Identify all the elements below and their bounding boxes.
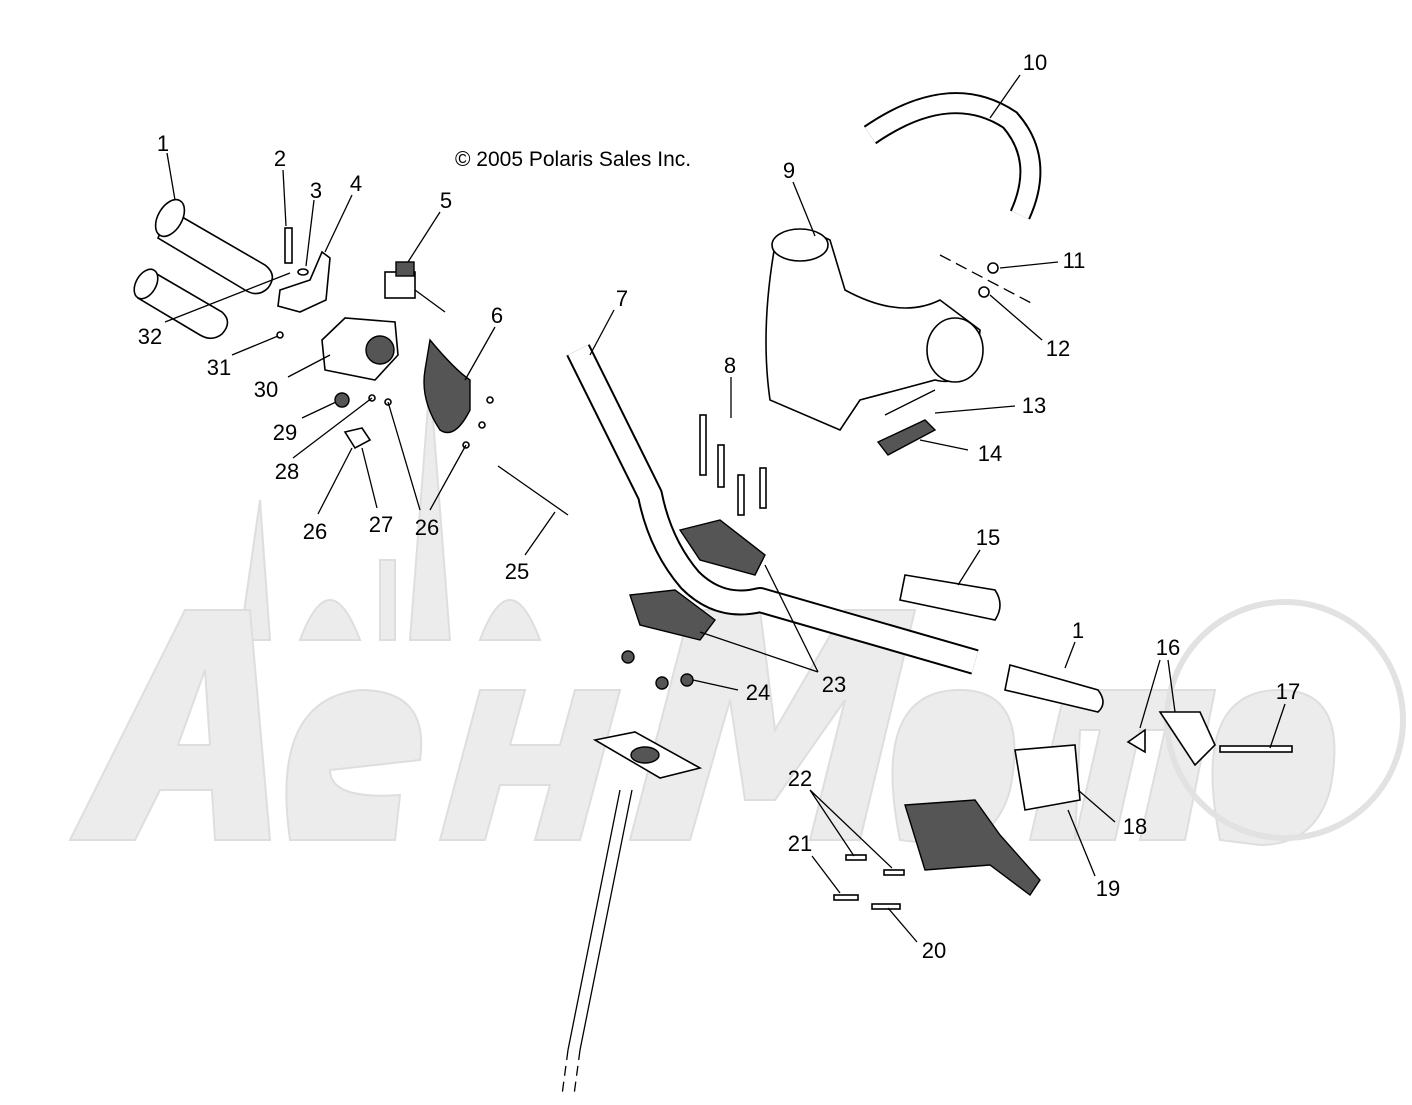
part-bracket-4 bbox=[277, 250, 331, 313]
part-callouts: 1 2 3 4 5 6 7 8 9 10 11 12 13 14 15 1 16… bbox=[138, 50, 1300, 963]
callout-30: 30 bbox=[254, 377, 278, 402]
part-bolt-22a bbox=[845, 854, 867, 861]
callout-26b: 26 bbox=[415, 515, 439, 540]
callout-3: 3 bbox=[310, 178, 322, 203]
callout-28: 28 bbox=[275, 459, 299, 484]
callout-4: 4 bbox=[350, 171, 362, 196]
callout-12: 12 bbox=[1046, 336, 1070, 361]
callout-31: 31 bbox=[207, 355, 231, 380]
part-master-cylinder bbox=[904, 799, 1041, 897]
part-cover-27 bbox=[343, 427, 372, 450]
callout-29: 29 bbox=[273, 420, 297, 445]
part-grip-left bbox=[133, 198, 274, 340]
part-shroud-9 bbox=[765, 228, 984, 431]
callout-32: 32 bbox=[138, 324, 162, 349]
part-washer-3 bbox=[297, 268, 309, 276]
part-throttle-housing-30 bbox=[321, 317, 399, 381]
callout-10: 10 bbox=[1023, 50, 1047, 75]
callout-22: 22 bbox=[788, 766, 812, 791]
watermark bbox=[68, 379, 1406, 847]
callout-15: 15 bbox=[976, 525, 1000, 550]
part-bolt-20 bbox=[871, 903, 901, 910]
callout-5: 5 bbox=[440, 188, 452, 213]
part-steering-column bbox=[561, 731, 703, 1096]
callout-17: 17 bbox=[1276, 679, 1300, 704]
watermark-lettering-shapes bbox=[68, 609, 1336, 847]
part-screw-2 bbox=[284, 227, 293, 264]
part-switch-5 bbox=[384, 261, 446, 313]
callout-7: 7 bbox=[616, 286, 628, 311]
part-washer-31 bbox=[276, 331, 284, 339]
part-nuts-24 bbox=[621, 650, 694, 690]
callout-21: 21 bbox=[788, 831, 812, 856]
callout-9: 9 bbox=[783, 158, 795, 183]
part-end-cap-16 bbox=[1126, 728, 1146, 754]
callout-8: 8 bbox=[724, 353, 736, 378]
part-handlebar-7 bbox=[566, 344, 979, 675]
callout-14: 14 bbox=[978, 441, 1002, 466]
part-heated-grip-15 bbox=[899, 574, 1001, 621]
callout-1: 1 bbox=[157, 131, 169, 156]
callout-16: 16 bbox=[1156, 635, 1180, 660]
callout-13: 13 bbox=[1022, 393, 1046, 418]
callout-24: 24 bbox=[746, 680, 770, 705]
callout-26a: 26 bbox=[303, 519, 327, 544]
part-clamp-lower-23 bbox=[629, 589, 716, 641]
part-bolt-22b bbox=[883, 869, 905, 876]
copyright-text: © 2005 Polaris Sales Inc. bbox=[455, 148, 691, 171]
part-wire-13 bbox=[884, 389, 936, 416]
callout-19: 19 bbox=[1096, 876, 1120, 901]
callout-25: 25 bbox=[505, 559, 529, 584]
part-bolt-17 bbox=[1219, 745, 1293, 753]
callout-23: 23 bbox=[822, 672, 846, 697]
callout-11: 11 bbox=[1063, 248, 1086, 273]
part-bar-end-16 bbox=[1158, 711, 1216, 767]
part-bolts-8 bbox=[699, 414, 767, 516]
callout-6: 6 bbox=[491, 303, 503, 328]
part-bolt-21 bbox=[833, 894, 859, 901]
part-clamp-upper-23 bbox=[678, 519, 766, 576]
callout-20: 20 bbox=[922, 938, 946, 963]
leader-lines bbox=[164, 74, 1286, 943]
callout-27: 27 bbox=[369, 512, 393, 537]
part-connector-14 bbox=[876, 419, 937, 456]
callout-2: 2 bbox=[274, 146, 286, 171]
callout-18: 18 bbox=[1123, 814, 1147, 839]
part-cap-29 bbox=[334, 392, 350, 408]
part-cover-6 bbox=[423, 338, 494, 449]
part-grip-right-1 bbox=[1004, 663, 1104, 713]
part-brake-cover-19 bbox=[1014, 744, 1081, 811]
part-cable-25 bbox=[497, 465, 569, 516]
part-nut-12 bbox=[978, 286, 990, 298]
part-nut-11 bbox=[987, 262, 999, 274]
callout-1b: 1 bbox=[1072, 618, 1084, 643]
